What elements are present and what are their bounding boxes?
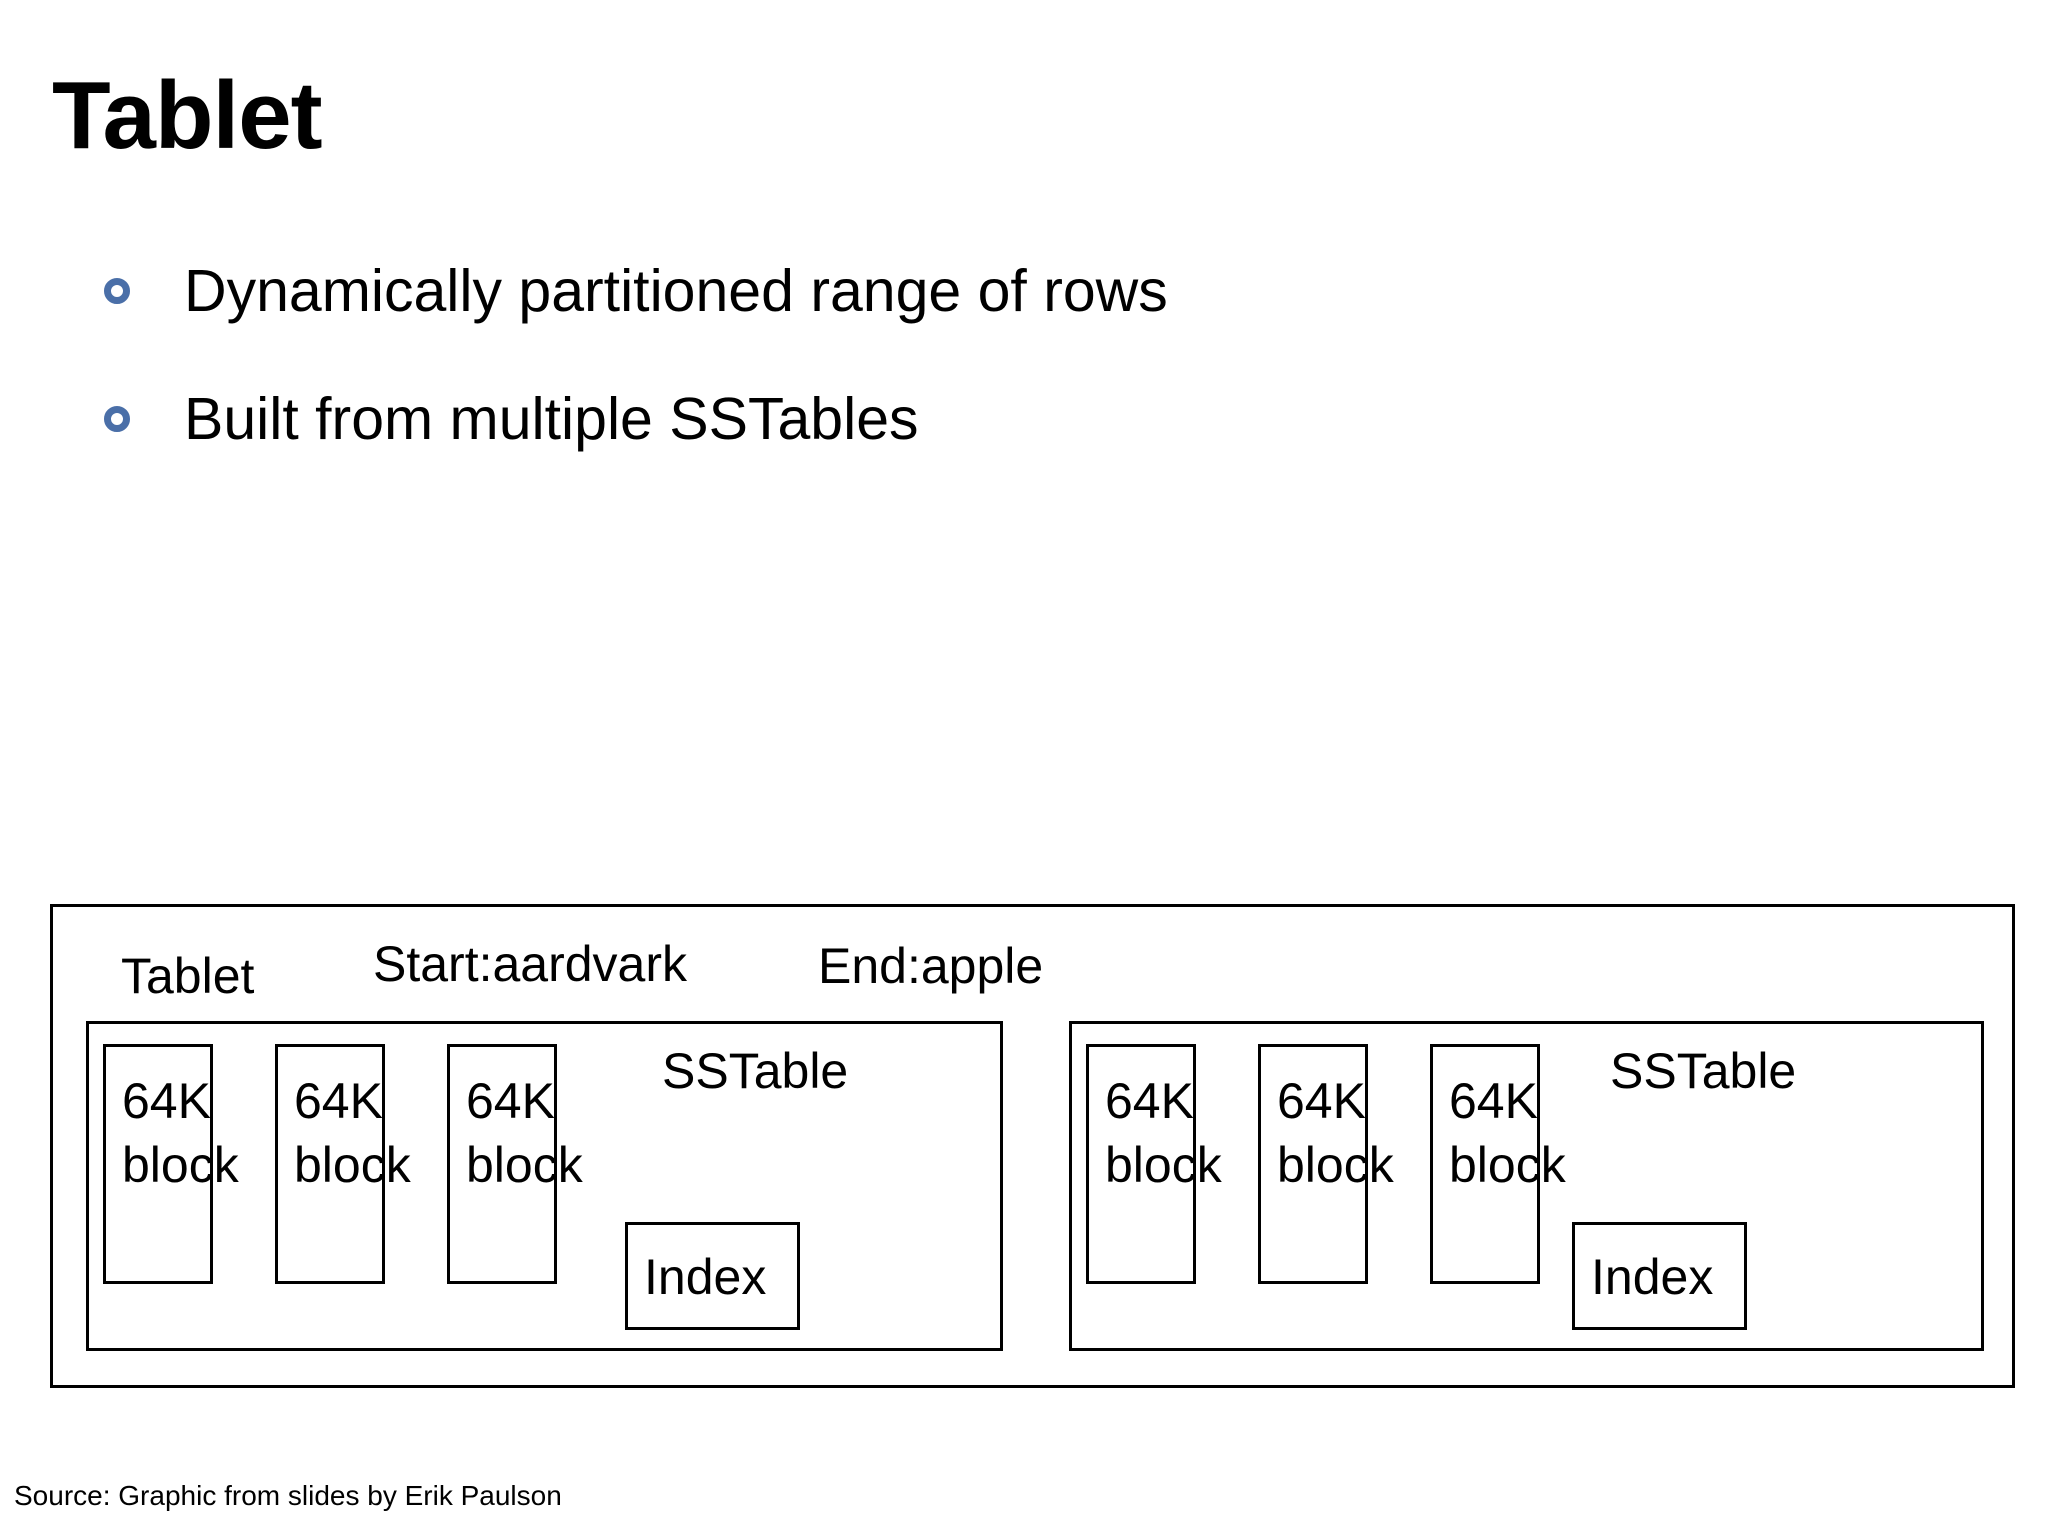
page-title: Tablet [52, 62, 323, 169]
bullet-text: Built from multiple SSTables [184, 386, 919, 452]
index-label: Index [644, 1249, 767, 1305]
sstable-label: SSTable [1610, 1043, 1797, 1099]
index-box: Index [1572, 1222, 1747, 1330]
index-box: Index [625, 1222, 800, 1330]
bullet-text: Dynamically partitioned range of rows [184, 258, 1168, 324]
diagram-header: Tablet Start:aardvark End:apple [53, 907, 2012, 1015]
index-label: Index [1591, 1249, 1714, 1305]
diagram-start-key-label: Start:aardvark [373, 936, 688, 992]
bullet-ring-icon [104, 384, 140, 454]
tablet-diagram: Tablet Start:aardvark End:apple SSTable … [50, 904, 2015, 1388]
bullet-ring-icon [104, 256, 140, 326]
bullet-list: Dynamically partitioned range of rows Bu… [104, 256, 1604, 512]
sstable-label: SSTable [662, 1043, 849, 1099]
diagram-end-key-label: End:apple [818, 938, 1044, 994]
list-item: Dynamically partitioned range of rows [104, 256, 1604, 326]
diagram-tablet-label: Tablet [121, 948, 255, 1004]
list-item: Built from multiple SSTables [104, 384, 1604, 454]
source-attribution: Source: Graphic from slides by Erik Paul… [14, 1480, 562, 1511]
